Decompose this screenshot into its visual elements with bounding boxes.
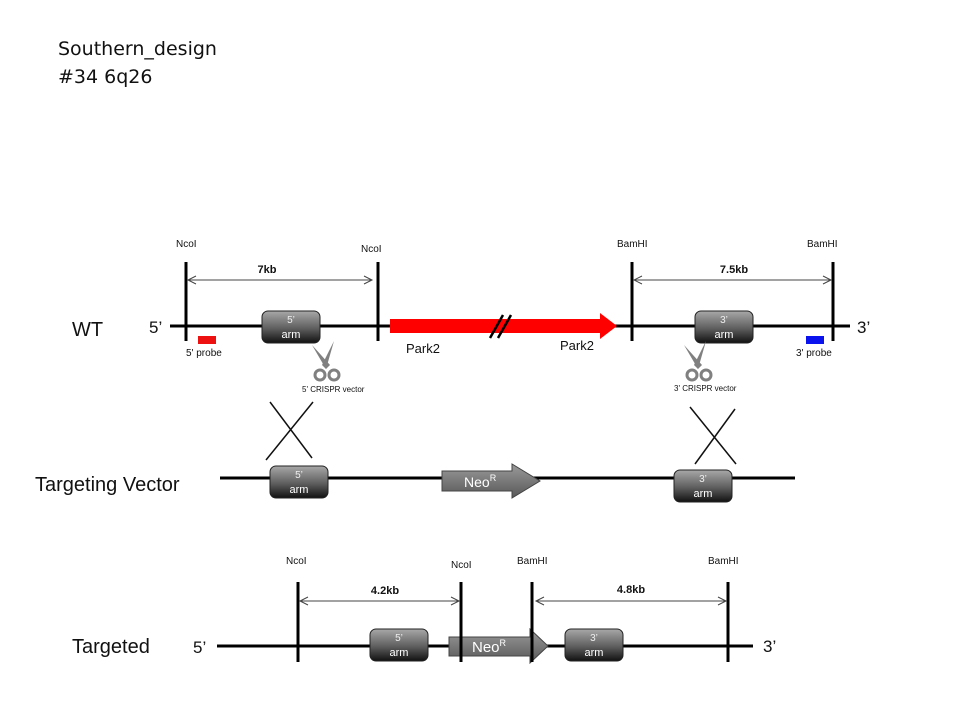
scissors-icon-5prime-crispr: [310, 339, 341, 382]
svg-text:arm: arm: [390, 647, 409, 659]
crispr-5prime-label: 5' CRISPR vector: [302, 385, 365, 394]
wt-bamhi-label-left: BamHI: [617, 239, 648, 250]
svg-text:5’: 5’: [395, 633, 403, 644]
svg-text:3’: 3’: [590, 633, 598, 644]
targeted-ncoi-label-left: NcoI: [286, 556, 307, 567]
wt-row: WT 5’ 3’ NcoI NcoI BamHI BamHI 7kb 7.5kb: [72, 239, 870, 394]
vector-3prime-arm: 3’ arm: [673, 469, 733, 503]
svg-text:arm: arm: [282, 329, 301, 341]
targeted-distance-3-label: 4.8kb: [617, 584, 645, 596]
park2-label-left: Park2: [406, 341, 440, 356]
targeted-5prime-arm: 5’ arm: [369, 628, 429, 662]
svg-text:3’: 3’: [720, 315, 728, 326]
svg-text:3’: 3’: [699, 474, 707, 485]
wt-5prime-end: 5’: [149, 318, 162, 337]
scissors-icon-3prime-crispr: [682, 339, 713, 382]
targeting-vector-row: Targeting Vector 5’ arm 3’ arm NeoR: [35, 463, 795, 503]
vector-5prime-arm: 5’ arm: [269, 465, 329, 499]
wt-distance-5: 7kb: [186, 264, 374, 285]
crossover-5prime: [265, 401, 314, 461]
wt-5prime-probe-label: 5' probe: [186, 348, 222, 359]
wt-distance-5-label: 7kb: [258, 264, 277, 276]
targeted-3prime-end: 3’: [763, 637, 776, 656]
svg-text:arm: arm: [694, 488, 713, 500]
wt-ncoi-label-right: NcoI: [361, 244, 382, 255]
wt-distance-3: 7.5kb: [632, 264, 833, 285]
wt-5prime-probe: [198, 336, 216, 344]
svg-text:5’: 5’: [295, 470, 303, 481]
svg-text:arm: arm: [290, 484, 309, 496]
targeted-5prime-end: 5’: [193, 638, 206, 657]
svg-text:NeoR: NeoR: [464, 473, 497, 490]
svg-text:5’: 5’: [287, 315, 295, 326]
targeted-label: Targeted: [72, 636, 150, 658]
targeting-vector-label: Targeting Vector: [35, 474, 180, 496]
wt-3prime-probe: [806, 336, 824, 344]
targeted-row: Targeted 5’ 3’ NcoI NcoI BamHI BamHI 4.2…: [72, 556, 776, 665]
wt-distance-3-label: 7.5kb: [720, 264, 748, 276]
targeted-ncoi-label-right: NcoI: [451, 560, 472, 571]
svg-text:arm: arm: [715, 329, 734, 341]
svg-text:arm: arm: [585, 647, 604, 659]
crossover-3prime: [689, 406, 737, 465]
wt-label: WT: [72, 319, 103, 341]
targeted-distance-5-label: 4.2kb: [371, 585, 399, 597]
break-mark-icon: [488, 314, 505, 339]
diagram-subtitle: #34 6q26: [58, 66, 153, 88]
targeted-distance-5: 4.2kb: [298, 585, 461, 606]
wt-5prime-arm: 5’ arm: [261, 310, 321, 344]
targeted-3prime-arm: 3’ arm: [564, 628, 624, 662]
wt-ncoi-label-left: NcoI: [176, 239, 197, 250]
targeted-distance-3: 4.8kb: [534, 584, 728, 606]
targeted-bamhi-label-left: BamHI: [517, 556, 548, 567]
wt-3prime-probe-label: 3' probe: [796, 348, 832, 359]
crispr-3prime-label: 3' CRISPR vector: [674, 384, 737, 393]
wt-3prime-end: 3’: [857, 318, 870, 337]
park2-label-right: Park2: [560, 338, 594, 353]
wt-3prime-arm: 3’ arm: [694, 310, 754, 344]
park2-gene-arrow: [390, 313, 617, 339]
vector-neo-resistance-cassette: NeoR: [441, 463, 541, 499]
wt-bamhi-label-right: BamHI: [807, 239, 838, 250]
svg-text:NeoR: NeoR: [472, 638, 507, 656]
diagram-title: Southern_design: [58, 38, 217, 60]
targeted-bamhi-label-right: BamHI: [708, 556, 739, 567]
